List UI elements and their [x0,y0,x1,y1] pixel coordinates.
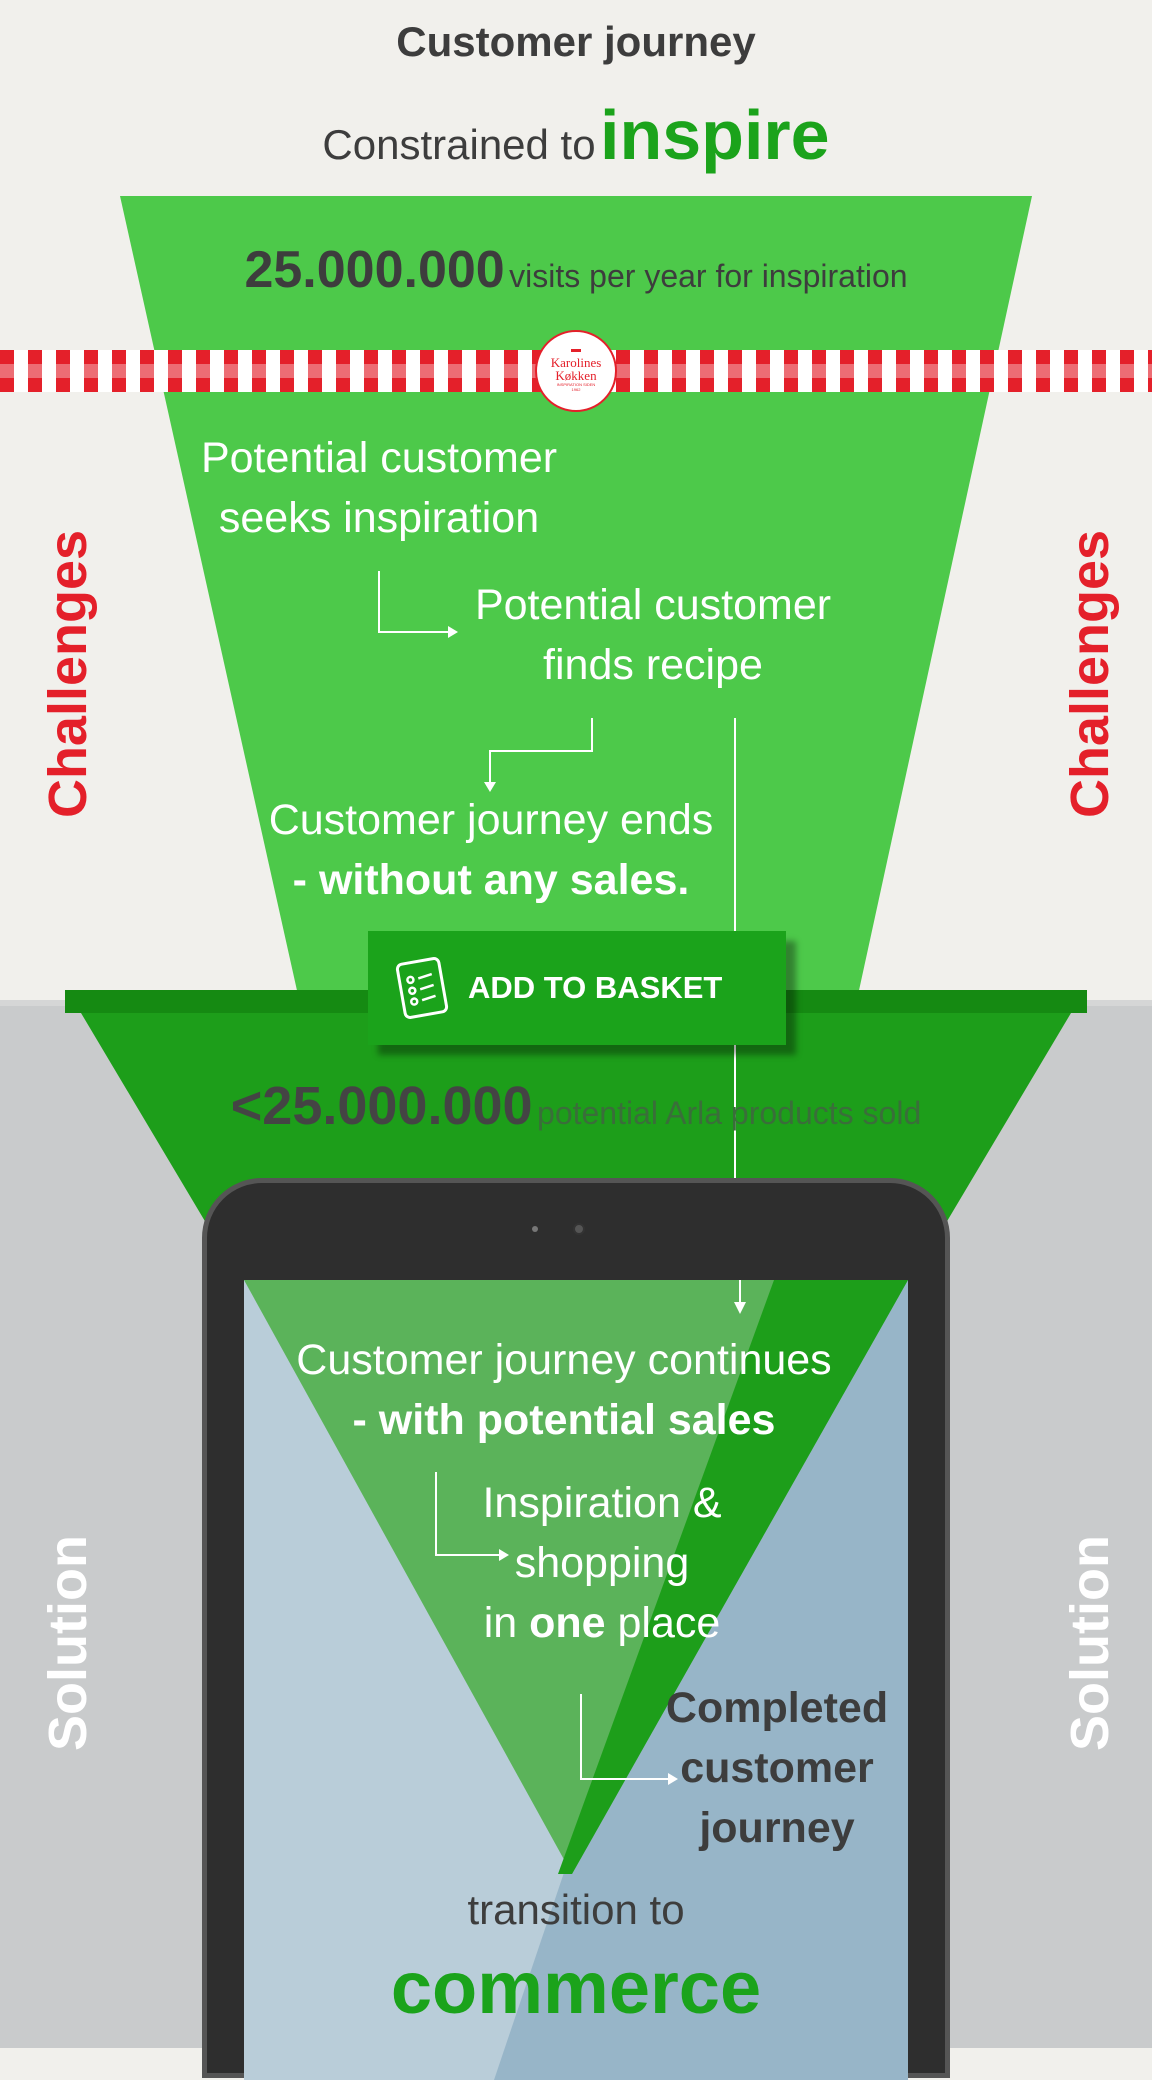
top-stat-label: visits per year for inspiration [509,258,908,294]
solution-label-right: Solution [1060,1535,1120,1751]
checklist-icon [395,957,449,1019]
add-to-basket-button[interactable]: ADD TO BASKET [368,931,786,1045]
solution-inspiration-shopping: Inspiration &shopping in one place [482,1479,722,1647]
solution-label-left: Solution [38,1535,98,1751]
logo-tagline: INSPIRATION SIDEN [556,382,596,387]
challenges-label-right: Challenges [1060,529,1120,819]
commerce-text: commerce [390,1946,762,2029]
top-stat: 25.000.000 visits per year for inspirati… [244,240,907,300]
upper-funnel [120,196,1032,995]
logo-year: 1962 [571,387,581,392]
add-to-basket-label: ADD TO BASKET [468,970,723,1005]
camera-icon [573,1223,585,1235]
solution-journey-continues: Customer journey continues- with potenti… [296,1336,832,1444]
page-title: Customer journey [396,18,756,65]
pot-icon: ▬ [570,344,581,355]
subtitle-prefix: Constrained to [322,121,596,168]
challenges-label-left: Challenges [38,529,98,819]
top-stat-number: 25.000.000 [244,241,505,299]
logo-line2: Køkken [555,368,597,383]
tablet-device [202,1178,950,2080]
logo-line1: Karolines [550,355,602,370]
transition-text: transition to [467,1886,685,1933]
logo-badge [535,330,617,412]
logo: ▬ Karolines Køkken INSPIRATION SIDEN 196… [551,343,602,392]
bottom-stat: <25.000.000 potential Arla products sold [231,1075,922,1137]
tablet-screen [244,1280,908,2080]
step-journey-ends: Customer journey ends- without any sales… [268,796,714,904]
sensor-dot [532,1226,538,1232]
bottom-stat-number: <25.000.000 [230,1076,533,1136]
subtitle: Constrained to inspire [322,95,829,175]
bottom-stat-label: potential Arla products sold [537,1095,922,1131]
subtitle-emphasis: inspire [600,96,830,174]
